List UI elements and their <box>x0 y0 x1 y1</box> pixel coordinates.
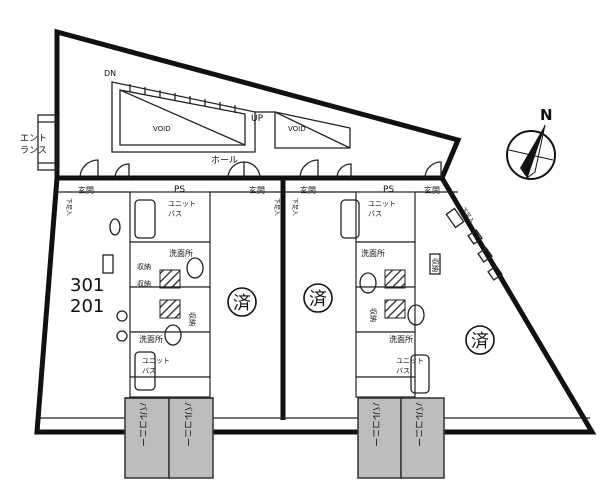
ps-label-left: PS <box>174 185 185 195</box>
stair-void-area <box>111 81 351 153</box>
genkan-label-1: 玄関 <box>78 185 94 195</box>
shuno-label-5: 収納 <box>431 258 440 272</box>
svg-text:バス: バス <box>396 367 410 375</box>
shuno-label-1: 収納 <box>137 262 151 271</box>
senmen-label-2: 洗面所 <box>139 334 163 344</box>
svg-text:済: 済 <box>309 289 327 310</box>
stair-treads <box>119 84 246 146</box>
room-number-upper: 301 <box>70 275 104 296</box>
room-number-lower: 201 <box>70 296 104 317</box>
hall-doors <box>79 159 442 179</box>
svg-text:ユニット: ユニット <box>396 357 424 365</box>
genkan-label-3: 玄関 <box>300 185 316 195</box>
void-label-right: VOID <box>288 125 306 133</box>
shuno-label-2: 収納 <box>137 279 151 288</box>
balcony-label-4: バルコニー <box>413 402 424 447</box>
right-unit-core <box>340 191 503 398</box>
sumi-stamp-left: 済 <box>227 287 257 317</box>
svg-text:ユニット: ユニット <box>168 200 196 208</box>
shoe-label-3: 下足入 <box>291 198 298 216</box>
sumi-stamp-middle: 済 <box>303 283 333 313</box>
senmen-label-1: 洗面所 <box>169 248 193 258</box>
svg-text:ユニット: ユニット <box>142 357 170 365</box>
entrance-label-line1: エント <box>20 134 47 144</box>
svg-text:バス: バス <box>368 210 382 218</box>
genkan-label-4: 玄関 <box>424 185 440 195</box>
svg-text:済: 済 <box>233 293 251 314</box>
shuno-label-4: 収納 <box>369 308 378 322</box>
senmen-label-3: 洗面所 <box>361 248 385 258</box>
shuno-label-3: 収納 <box>188 312 197 326</box>
compass-icon <box>506 124 556 180</box>
svg-text:済: 済 <box>471 331 489 352</box>
dn-label: DN <box>104 69 116 78</box>
left-unit-core <box>102 191 211 398</box>
balcony-label-2: バルコニー <box>182 402 193 447</box>
balconies <box>124 397 445 479</box>
up-label: UP <box>251 114 264 124</box>
balcony-label-1: バルコニー <box>137 402 148 447</box>
svg-text:バス: バス <box>168 210 182 218</box>
svg-text:バス: バス <box>142 367 156 375</box>
entrance-label-line2: ランス <box>20 145 47 156</box>
building-outline <box>34 28 597 435</box>
hall-label: ホール <box>211 155 238 166</box>
shoe-label-2: 下足入 <box>273 198 280 216</box>
sumi-stamp-right: 済 <box>465 325 495 355</box>
ps-label-right: PS <box>383 185 394 195</box>
void-label-left: VOID <box>153 125 171 133</box>
senmen-label-4: 洗面所 <box>389 334 413 344</box>
genkan-label-2: 玄関 <box>249 185 265 195</box>
svg-text:ユニット: ユニット <box>368 200 396 208</box>
balcony-label-3: バルコニー <box>370 402 381 447</box>
shoe-label-1: 下足入 <box>65 198 72 216</box>
north-label: N <box>540 106 553 124</box>
